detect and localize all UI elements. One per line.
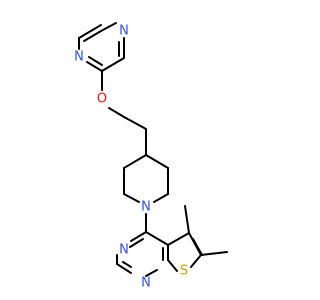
bond [123, 154, 147, 169]
thiophene-ring [167, 232, 203, 272]
molecule-drawing: N N O N N N S [74, 22, 228, 291]
bond [167, 259, 178, 272]
bond [145, 269, 158, 277]
pyrazine-n-top-label: N [119, 24, 129, 39]
pyrazine-ring [78, 22, 125, 72]
bond [123, 193, 140, 203]
bond [130, 231, 147, 242]
bond [86, 61, 103, 72]
pyrimidine-n-bottom-label: N [141, 276, 151, 291]
pyrazine-n-left-label: N [74, 50, 84, 65]
pyrimidine-n-left-label: N [119, 243, 129, 258]
bond [184, 205, 190, 234]
bond [101, 57, 125, 72]
bond [190, 254, 202, 268]
bond [167, 232, 190, 246]
bond [116, 263, 132, 274]
ether-o-label: O [97, 92, 107, 107]
pyrimidine-ring [116, 231, 169, 277]
bond [129, 238, 144, 248]
bond [145, 231, 169, 246]
bond [200, 251, 228, 256]
bond [100, 22, 117, 32]
piperidine-n-label: N [141, 200, 151, 215]
bond [153, 193, 169, 203]
thiophene-s-label: S [180, 264, 188, 279]
ether-linker [101, 70, 147, 130]
bond [78, 24, 102, 39]
bond [145, 154, 169, 169]
structure-diagram: N N O N N N S [74, 22, 228, 291]
bond [88, 56, 103, 66]
bond [83, 30, 102, 42]
piperidine-ring [123, 128, 169, 203]
bond [192, 238, 203, 256]
bond [123, 116, 147, 130]
methyl-groups [184, 205, 228, 256]
bond [122, 261, 132, 268]
bond [108, 107, 125, 118]
